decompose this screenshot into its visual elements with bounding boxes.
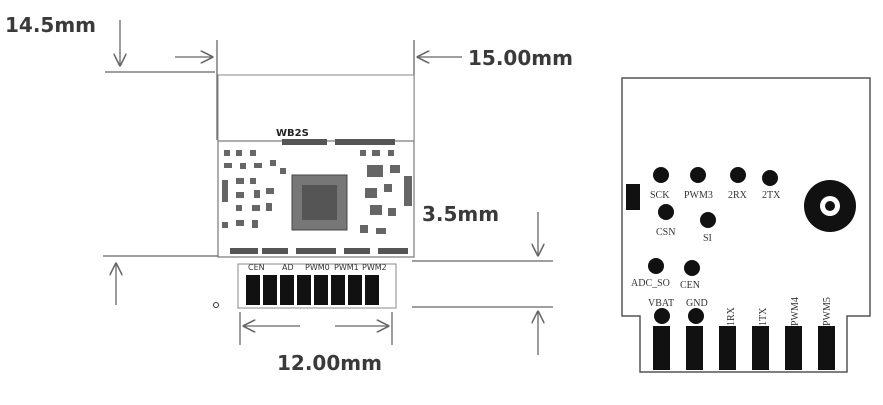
edge-pad-gnd	[686, 326, 703, 370]
test-points	[648, 167, 778, 324]
pad-8	[365, 275, 379, 305]
tp-si	[700, 212, 716, 228]
antenna-feed-core	[825, 201, 835, 211]
edge-label-pwm4: PWM4	[790, 297, 801, 326]
tp-label-2rx: 2RX	[728, 190, 748, 201]
bottom-bars	[230, 248, 408, 254]
tp-2rx	[730, 167, 746, 183]
tp-vbat	[654, 308, 670, 324]
edge-pad-1tx	[752, 326, 769, 370]
tp-label-cen: CEN	[680, 280, 700, 291]
pad-5	[314, 275, 328, 305]
pad-1	[246, 275, 260, 305]
components-left	[222, 150, 286, 228]
pad-2	[263, 275, 277, 305]
edge-label-vbat: VBAT	[648, 298, 674, 309]
tp-gnd	[688, 308, 704, 324]
pad-3	[280, 275, 294, 305]
bottom-view-module: SCK PWM3 2RX 2TX CSN SI ADC_SO CEN VBAT …	[621, 77, 871, 373]
edge-pad-pwm4	[785, 326, 802, 370]
pad-label-ad: AD	[282, 263, 294, 272]
bottom-marker-rect	[626, 184, 640, 210]
pad-label-pwm0: PWM0	[305, 263, 330, 272]
edge-pad-pwm5	[818, 326, 835, 370]
edge-pad-vbat	[653, 326, 670, 370]
dim-label-top-left: 14.5mm	[5, 13, 96, 37]
dim-label-bottom: 12.00mm	[277, 351, 382, 375]
tp-csn	[658, 204, 674, 220]
edge-pads	[653, 326, 835, 370]
origin-marker	[213, 302, 219, 308]
pad-7	[348, 275, 362, 305]
tp-sck	[653, 167, 669, 183]
pads	[246, 275, 379, 305]
top-view-module: WB2S	[217, 74, 415, 309]
tp-label-si: SI	[703, 233, 712, 244]
pad-4	[297, 275, 311, 305]
tp-label-pwm3: PWM3	[684, 190, 713, 201]
dim-label-top-right: 15.00mm	[468, 46, 573, 70]
edge-label-1tx: 1TX	[758, 307, 769, 326]
tp-2tx	[762, 170, 778, 186]
tp-adc-so	[648, 258, 664, 274]
pad-6	[331, 275, 345, 305]
tp-label-2tx: 2TX	[762, 190, 781, 201]
tp-label-csn: CSN	[656, 227, 675, 238]
tp-pwm3	[690, 167, 706, 183]
pad-label-cen: CEN	[248, 263, 265, 272]
top-bar-1	[282, 139, 327, 145]
module-label: WB2S	[276, 128, 309, 139]
pad-label-pwm1: PWM1	[334, 263, 359, 272]
antenna-area	[217, 74, 415, 142]
pad-label-pwm2: PWM2	[362, 263, 387, 272]
tp-cen	[684, 260, 700, 276]
dim-label-mid-right: 3.5mm	[422, 202, 499, 226]
edge-label-pwm5: PWM5	[822, 297, 833, 326]
pad-labels: CEN AD PWM0 PWM1 PWM2	[248, 263, 387, 272]
edge-label-gnd: GND	[686, 298, 708, 309]
edge-pad-1rx	[719, 326, 736, 370]
main-chip-die	[302, 185, 337, 220]
tp-label-adc-so: ADC_SO	[631, 278, 670, 289]
components-right	[360, 150, 412, 234]
top-bar-2	[335, 139, 395, 145]
tp-label-sck: SCK	[650, 190, 670, 201]
edge-label-1rx: 1RX	[726, 306, 737, 326]
bottom-pcb-outline	[621, 77, 871, 373]
test-point-labels: SCK PWM3 2RX 2TX CSN SI ADC_SO CEN VBAT …	[631, 190, 833, 326]
